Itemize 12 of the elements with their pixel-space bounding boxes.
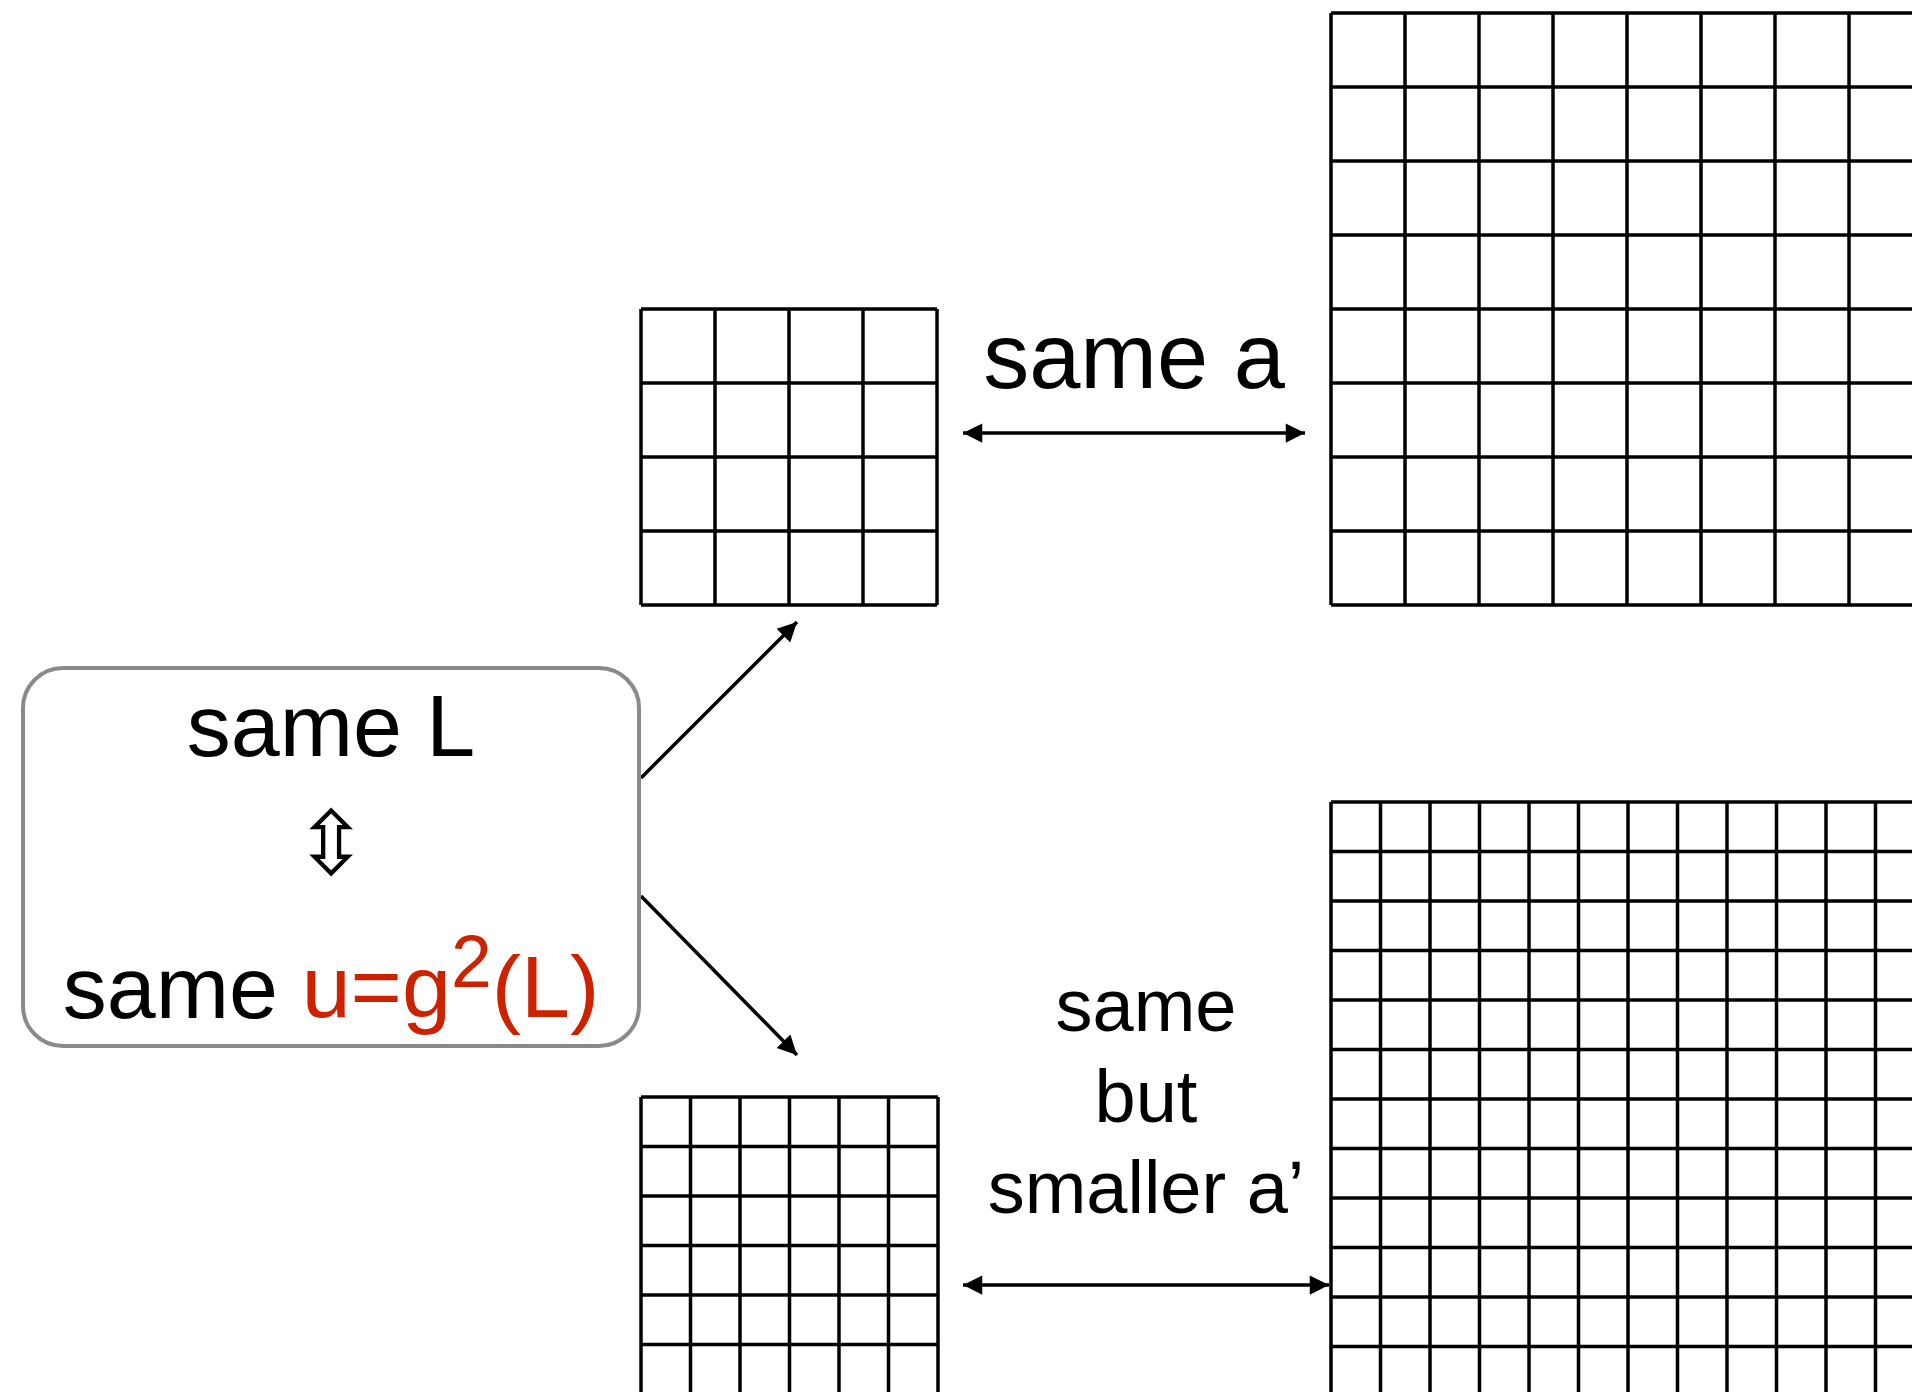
square-grid (1329, 800, 1912, 1392)
text-line: same (62, 936, 278, 1039)
arrow (963, 1275, 1329, 1295)
arrow (963, 423, 1305, 443)
edge-label: same but smaller a’ (987, 963, 1305, 1232)
arrow (639, 620, 799, 780)
rounded-box (21, 666, 641, 1048)
formula: u=g$^{2}$(L) (301, 920, 600, 1039)
double-arrow-symbol: ⇳ (294, 791, 368, 898)
arrow (639, 894, 799, 1057)
text-line: same L (186, 675, 476, 778)
edge-label: same a (983, 304, 1285, 410)
